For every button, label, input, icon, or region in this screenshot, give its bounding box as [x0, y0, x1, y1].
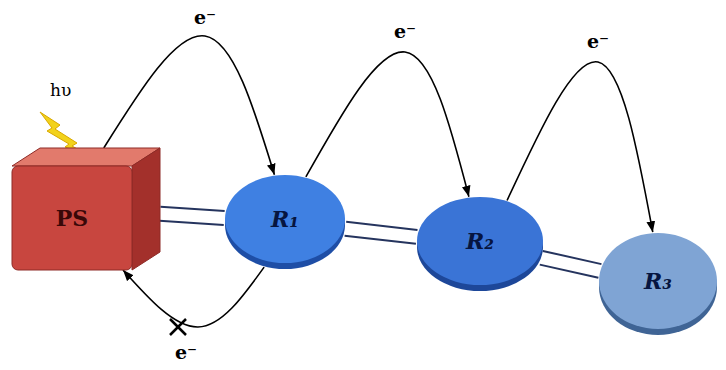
- double-bond: [160, 207, 225, 225]
- relay-disk: R₁: [224, 174, 346, 270]
- text-holder: R₂: [416, 196, 544, 286]
- text-holder: PS: [12, 166, 132, 270]
- disk-face: [417, 197, 543, 285]
- sensitizer-cube: PS: [12, 148, 160, 270]
- disk-face: [599, 233, 717, 329]
- transfer-arrow: [306, 52, 469, 197]
- electron-label: e⁻: [587, 30, 609, 52]
- electron-label: e⁻: [394, 20, 416, 42]
- electron-label: e⁻: [175, 341, 197, 363]
- node-label: R₁: [271, 206, 299, 232]
- transfer-arrow: [123, 267, 264, 327]
- cube-front: [12, 166, 132, 270]
- cube-side: [132, 148, 160, 270]
- double-bond: [345, 222, 418, 244]
- relay-disk: R₂: [416, 196, 544, 292]
- text-holder: R₁: [224, 174, 346, 264]
- node-label: R₃: [644, 268, 672, 294]
- disk-face: [225, 175, 345, 263]
- node-label: R₂: [466, 228, 494, 254]
- transfer-arrow: [507, 62, 653, 232]
- photon-label: hυ: [50, 80, 71, 100]
- node-label: PS: [56, 205, 88, 231]
- text-holder: R₃: [598, 232, 718, 330]
- acceptor-disk: R₃: [598, 232, 718, 336]
- double-bond: [540, 251, 602, 278]
- electron-label: e⁻: [194, 6, 216, 28]
